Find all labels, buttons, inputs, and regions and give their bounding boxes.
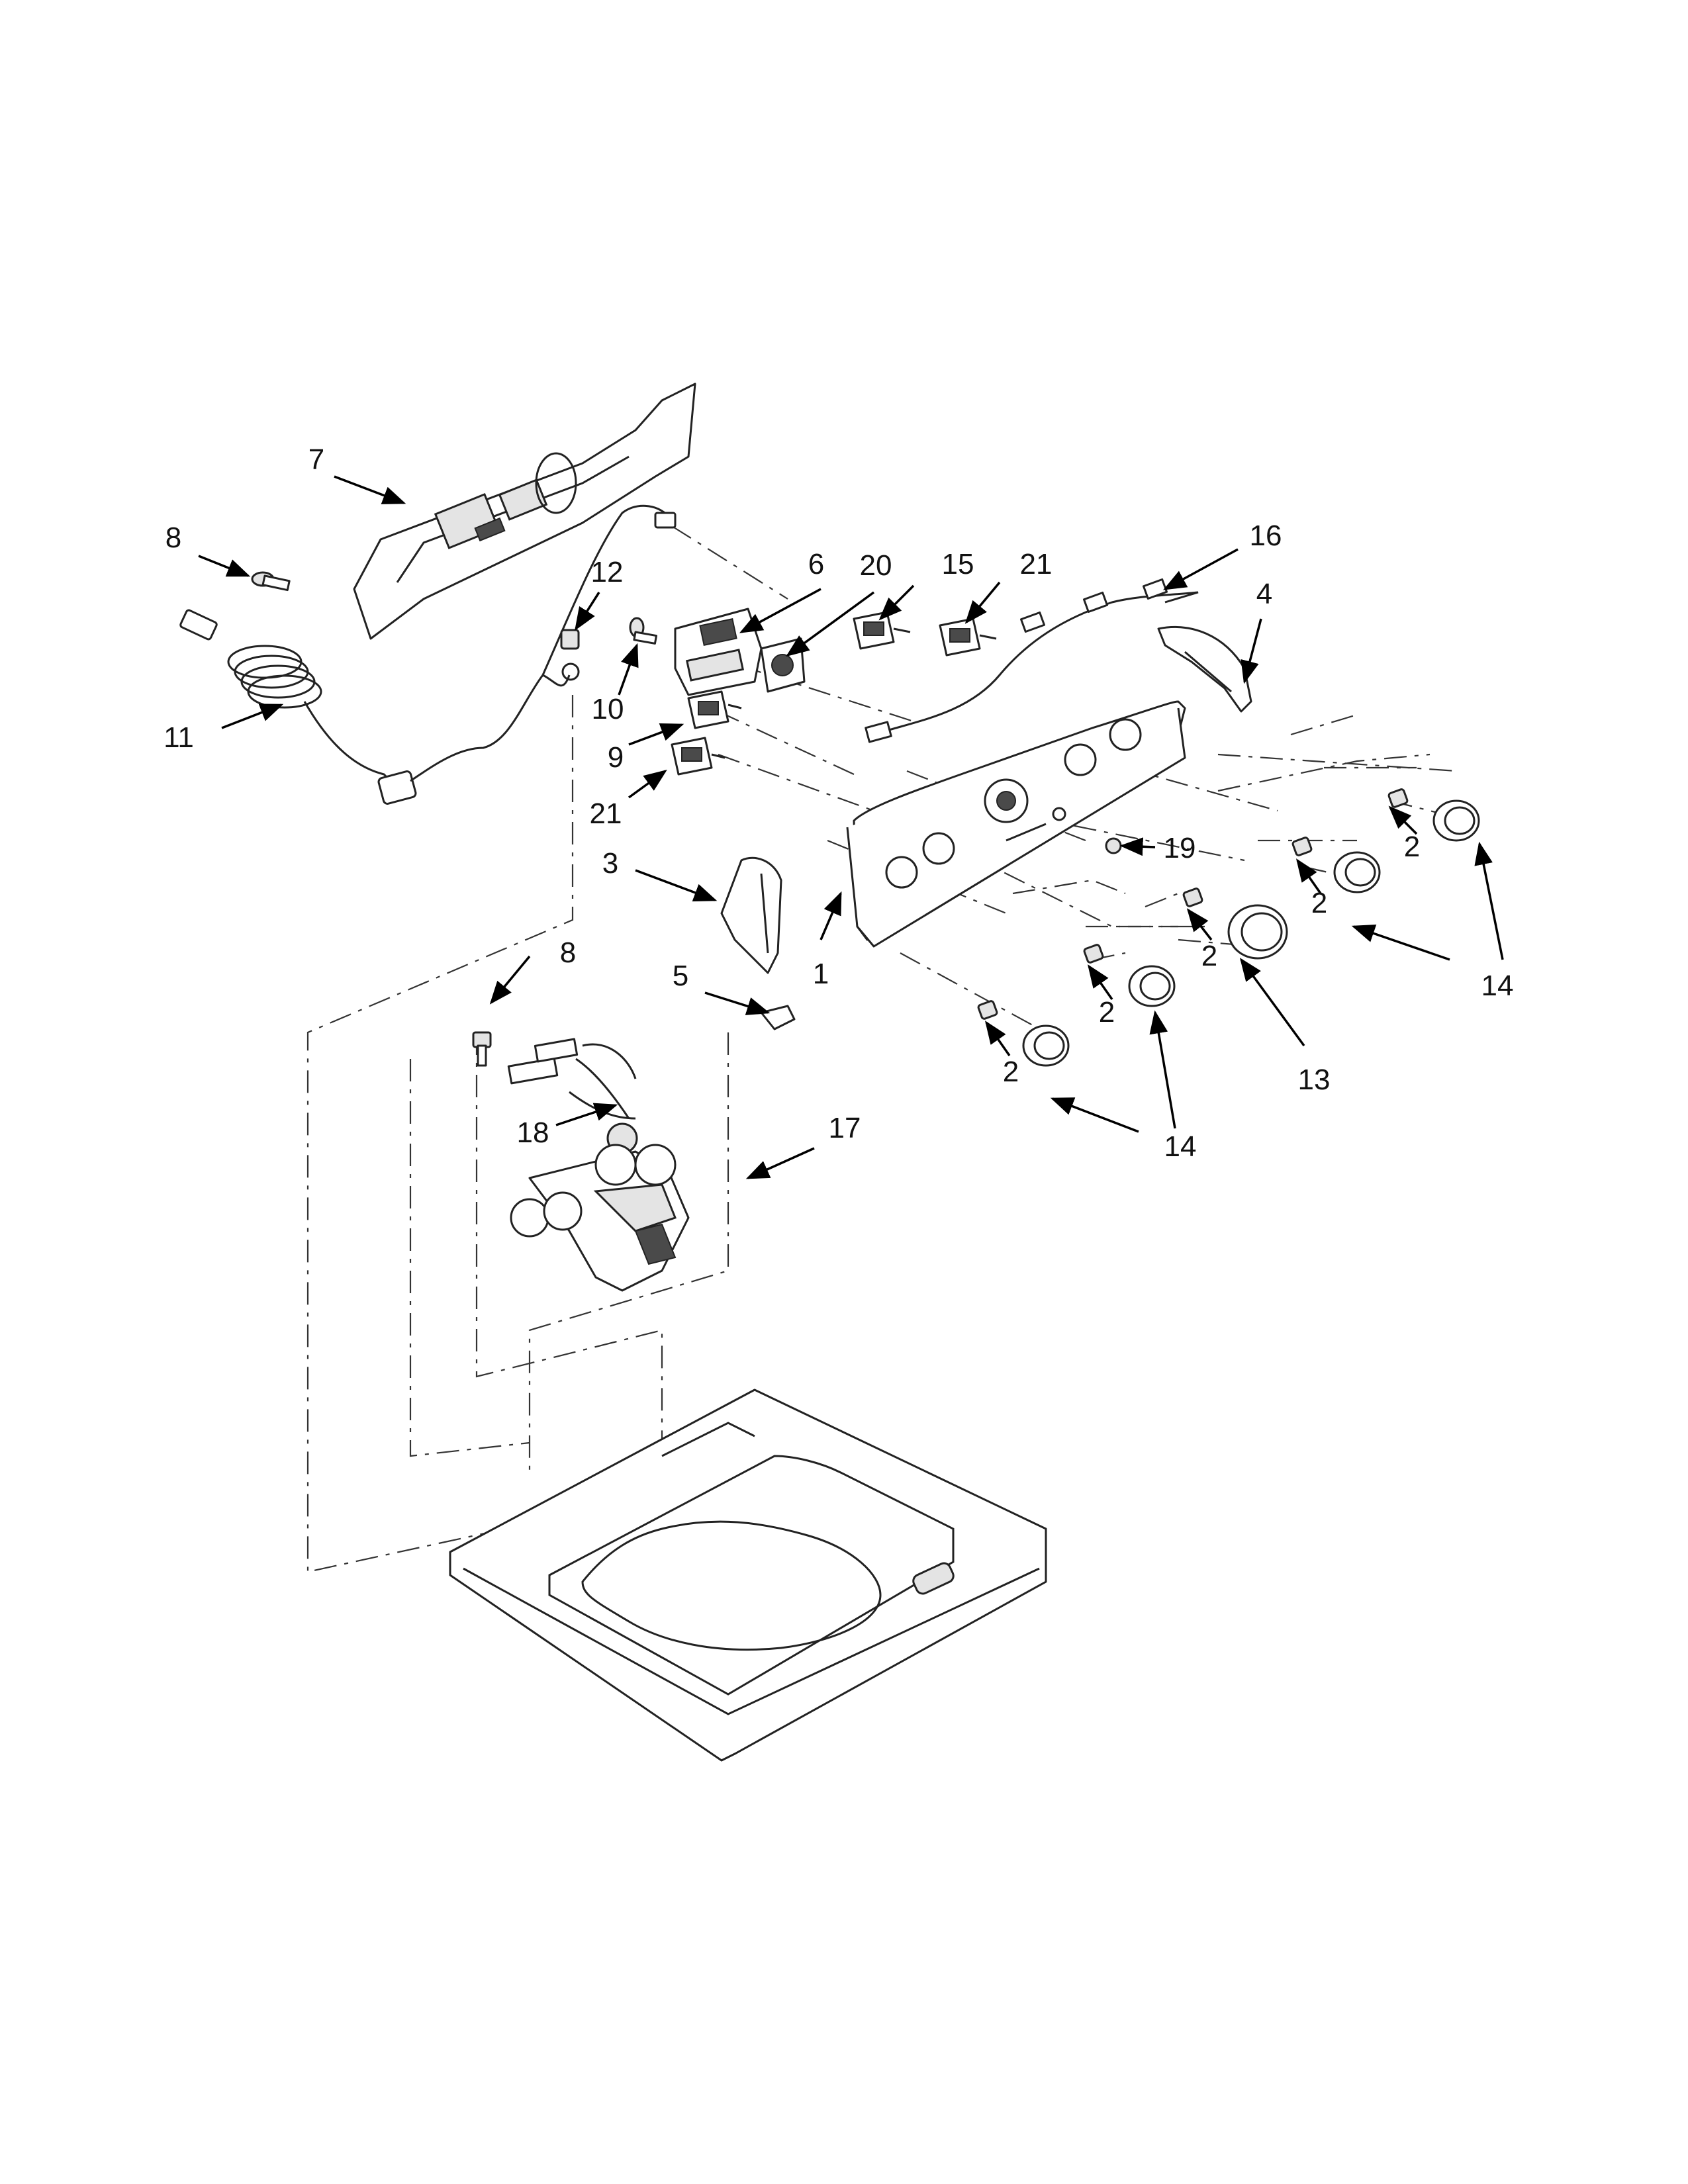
rear-console-panel xyxy=(353,383,696,640)
callout-14: 14 xyxy=(1481,970,1514,1002)
callout-17: 17 xyxy=(828,1112,861,1144)
callout-2: 2 xyxy=(1201,940,1218,972)
left-end-cap xyxy=(720,856,782,974)
water-valve-17 xyxy=(510,1144,690,1292)
callout-20: 20 xyxy=(859,549,892,582)
wire-harness xyxy=(865,578,1199,743)
assembly-lines xyxy=(306,525,1457,1573)
callout-16: 16 xyxy=(1249,520,1282,552)
callout-10: 10 xyxy=(591,693,624,725)
callout-2: 2 xyxy=(1098,996,1115,1028)
power-cord xyxy=(179,504,677,805)
main-console xyxy=(846,700,1186,948)
control-board xyxy=(674,608,763,696)
screw-8-bottom xyxy=(472,1031,492,1067)
screw-10 xyxy=(629,617,658,645)
callout-21: 21 xyxy=(589,797,622,830)
callout-4: 4 xyxy=(1256,578,1273,610)
callout-18: 18 xyxy=(516,1116,549,1149)
callout-11: 11 xyxy=(164,721,194,754)
knob-lower-middle xyxy=(1083,944,1176,1007)
knob-group xyxy=(977,788,1480,1067)
insert-19 xyxy=(1105,837,1122,854)
callout-9: 9 xyxy=(607,741,624,774)
switch-21-right xyxy=(939,617,997,657)
cabinet-top xyxy=(449,1388,1047,1762)
callout-14: 14 xyxy=(1164,1130,1197,1163)
callout-5: 5 xyxy=(672,960,689,992)
callout-2: 2 xyxy=(1002,1056,1019,1088)
callout-6: 6 xyxy=(808,548,825,580)
callout-8: 8 xyxy=(559,936,577,969)
switch-9 xyxy=(687,690,742,729)
switch-15 xyxy=(853,611,911,650)
clip-5 xyxy=(760,1005,796,1030)
right-end-cap xyxy=(1157,626,1252,713)
callout-21: 21 xyxy=(1019,548,1053,580)
callout-12: 12 xyxy=(590,556,624,588)
callout-2: 2 xyxy=(1403,831,1421,863)
switch-21-left xyxy=(671,737,726,776)
callout-1: 1 xyxy=(812,958,829,990)
callout-15: 15 xyxy=(941,548,974,580)
knob-second-right xyxy=(1291,837,1381,893)
clip-12 xyxy=(560,629,580,650)
screw-8-top xyxy=(251,571,291,592)
callout-13: 13 xyxy=(1297,1064,1331,1096)
callout-8: 8 xyxy=(165,522,182,554)
callout-2: 2 xyxy=(1311,887,1328,919)
callout-7: 7 xyxy=(308,443,325,476)
leader-lines xyxy=(198,475,1504,1179)
knob-top-right xyxy=(1387,788,1480,842)
callout-19: 19 xyxy=(1163,832,1196,864)
callout-3: 3 xyxy=(602,847,619,880)
knob-lower-left xyxy=(977,1000,1070,1067)
